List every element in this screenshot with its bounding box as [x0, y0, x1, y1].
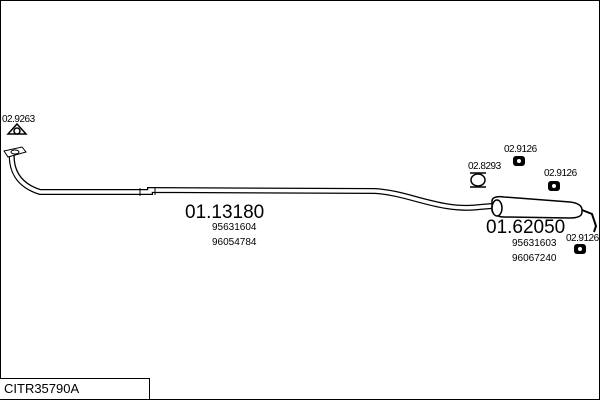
gasket-front-icon — [6, 122, 28, 135]
front-pipe-oem-1: 95631604 — [212, 222, 257, 233]
rear-silencer-oem-2: 96067240 — [512, 253, 557, 264]
hanger-icon-3 — [574, 244, 586, 254]
clamp-number: 02.8293 — [468, 161, 502, 172]
front-pipe — [8, 149, 493, 211]
rear-silencer-oem-1: 95631603 — [512, 238, 557, 249]
gasket-front-number: 02.9263 — [2, 114, 36, 125]
clamp-icon — [470, 172, 486, 188]
hanger-number-2: 02.9126 — [544, 168, 578, 179]
rear-silencer-number: 01.62050 — [486, 217, 565, 238]
hanger-icon-1 — [513, 156, 525, 166]
front-pipe-number: 01.13180 — [185, 202, 264, 223]
front-flange — [3, 146, 27, 158]
assembly-code: CITR35790A — [0, 378, 150, 399]
hanger-number-3: 02.9126 — [566, 233, 600, 244]
rear-silencer — [491, 195, 598, 233]
hanger-icon-2 — [548, 181, 560, 191]
front-pipe-oem-2: 96054784 — [212, 237, 257, 248]
hanger-number-1: 02.9126 — [504, 144, 538, 155]
